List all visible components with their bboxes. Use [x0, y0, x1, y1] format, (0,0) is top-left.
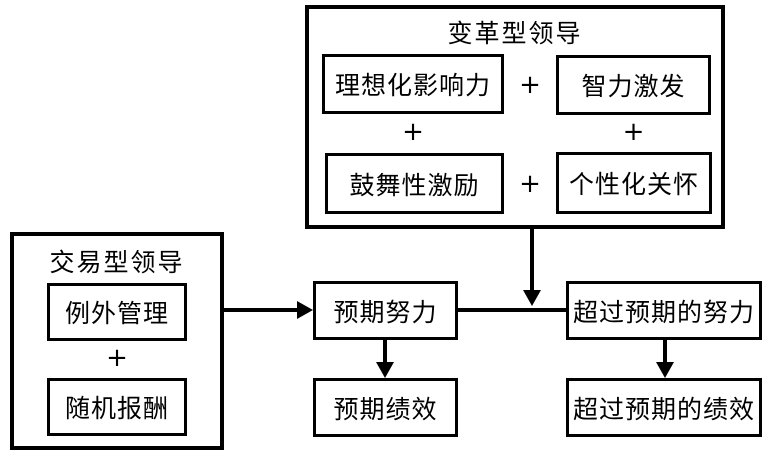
outcome-effort-beyond-expectations: 超过预期的努力	[566, 281, 762, 340]
plus-sign-right-column: +	[622, 117, 645, 147]
outcome-expected-performance: 预期绩效	[313, 378, 458, 437]
connector-expected-effort-to-beyond-effort	[458, 308, 566, 312]
connector-transactional-to-expected-effort	[224, 308, 300, 312]
arrowhead-transactional-to-expected-effort	[297, 301, 313, 319]
component-management-by-exception: 例外管理	[47, 283, 187, 341]
component-individualized-consideration: 个性化关怀	[556, 152, 712, 214]
transformational-leadership-title: 变革型领导	[447, 19, 583, 48]
connector-expected-effort-to-expected-performance	[383, 340, 387, 366]
plus-sign-top-row: +	[519, 70, 541, 100]
arrowhead-transformational-down	[523, 290, 541, 306]
plus-sign-transactional: +	[106, 343, 128, 373]
arrowhead-expected-effort-to-expected-performance	[376, 362, 394, 378]
plus-sign-left-column: +	[402, 117, 424, 147]
connector-transformational-down	[530, 229, 534, 291]
connector-beyond-effort-to-beyond-performance	[663, 340, 667, 366]
component-idealized-influence: 理想化影响力	[322, 54, 504, 114]
outcome-expected-effort: 预期努力	[313, 281, 458, 340]
outcome-performance-beyond-expectations: 超过预期的绩效	[566, 378, 762, 437]
plus-sign-bottom-row: +	[519, 169, 541, 199]
arrowhead-beyond-effort-to-beyond-performance	[656, 362, 674, 378]
component-intellectual-stimulation: 智力激发	[556, 55, 711, 115]
component-inspirational-motivation: 鼓舞性激励	[325, 153, 504, 214]
transactional-leadership-title: 交易型领导	[49, 248, 185, 277]
component-contingent-reward: 随机报酬	[47, 378, 187, 436]
